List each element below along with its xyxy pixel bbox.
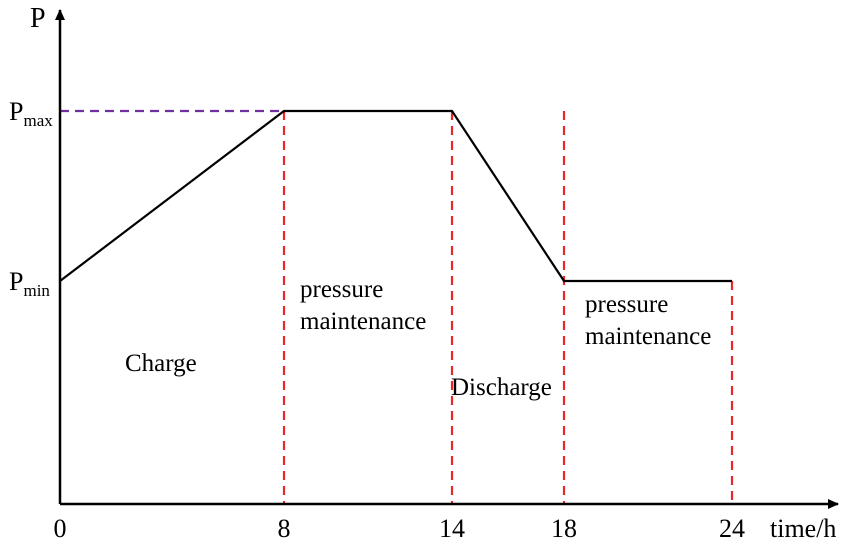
x-tick-label-18: 18: [551, 514, 577, 543]
phase-annotation-2-line-2: maintenance: [300, 308, 426, 335]
reference-lines: [60, 109, 734, 504]
phase-annotation-1-line-1: Charge: [125, 350, 197, 377]
x-tick-label-24: 24: [719, 514, 745, 543]
y-tick-label-max: Pmax: [9, 97, 53, 130]
y-axis-label: P: [30, 3, 46, 34]
pressure-curve: [59, 109, 732, 283]
x-tick-labels: 0 8 14 18 24: [54, 514, 746, 543]
x-axis-label: time/h: [770, 514, 836, 543]
phase-annotation-4-line-2: maintenance: [585, 323, 711, 350]
phase-annotation-2-line-1: pressure: [300, 276, 383, 303]
phase-annotation-3-line-1: Discharge: [451, 374, 552, 401]
x-tick-label-8: 8: [278, 514, 291, 543]
x-tick-label-14: 14: [439, 514, 465, 543]
x-tick-label-0: 0: [54, 514, 67, 543]
series-group: [59, 109, 732, 283]
y-tick-label-min: Pmin: [9, 267, 50, 300]
phase-annotation-4-line-1: pressure: [585, 291, 668, 318]
